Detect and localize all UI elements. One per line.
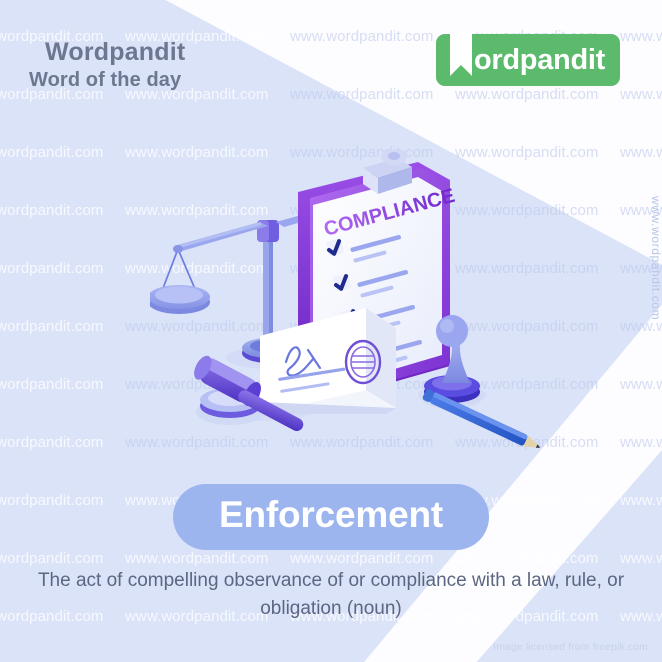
certificate-icon: [260, 308, 396, 414]
image-credit: Image licensed from freepik.com: [493, 641, 648, 653]
seal-icon: [344, 339, 382, 385]
word-definition: The act of compelling observance of or c…: [37, 570, 625, 619]
compliance-law-illustration: COMPLIANCE: [150, 150, 550, 450]
page-subtitle: Word of the day: [29, 68, 182, 91]
word-term: Enforcement: [219, 494, 443, 535]
side-website-url: www.wordpandit.com: [649, 196, 662, 321]
gavel-icon: [194, 355, 304, 431]
page-title: Wordpandit: [45, 38, 186, 66]
brand-block: Wordpandit Word of the day: [29, 38, 186, 93]
clip-icon: [363, 150, 412, 194]
pencil-icon: [422, 389, 541, 448]
logo-label: ordpandit: [473, 43, 605, 76]
word-pill: Enforcement: [173, 484, 489, 550]
checklist-row: [326, 234, 401, 263]
bookmark-icon: [449, 32, 472, 76]
signature-icon: [284, 346, 315, 377]
checklist-row: [333, 269, 408, 298]
wordpandit-logo[interactable]: ordpandit: [435, 32, 620, 86]
